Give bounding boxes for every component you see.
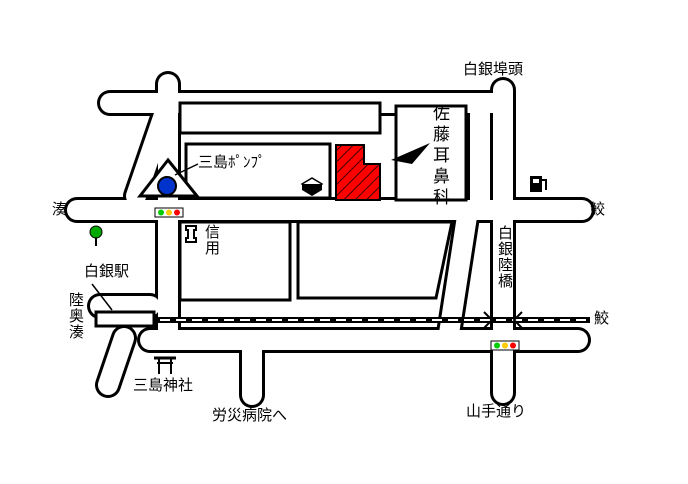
label-rousai-hospital: 労災病院へ bbox=[212, 406, 288, 424]
label-pier-head: 白銀埠頭 bbox=[463, 60, 524, 78]
label-shinyou: 信用 bbox=[203, 224, 221, 256]
label-shirogane-station: 白銀駅 bbox=[84, 262, 130, 280]
building-icon bbox=[300, 177, 324, 196]
label-pump: 三島ﾎﾟﾝﾌﾟ bbox=[198, 153, 266, 171]
gas-station-icon bbox=[530, 176, 547, 192]
leader-lines bbox=[91, 163, 199, 311]
label-same-rail: 鮫 bbox=[594, 309, 610, 327]
road-network bbox=[64, 71, 595, 408]
label-mutsu-minato: 陸奥湊 bbox=[67, 292, 85, 340]
traffic-signal-icon bbox=[154, 207, 184, 218]
tree-icon bbox=[89, 225, 103, 246]
pump-icon bbox=[157, 176, 177, 196]
label-mishima-shrine: 三島神社 bbox=[133, 376, 194, 394]
station-platform bbox=[94, 310, 156, 328]
bank-icon bbox=[185, 225, 197, 243]
traffic-signal-icon bbox=[490, 340, 520, 351]
arrow-icon bbox=[391, 143, 430, 164]
label-yamate-street: 山手通り bbox=[466, 402, 527, 420]
label-clinic: 佐藤耳鼻科 bbox=[429, 104, 449, 209]
shrine-torii-icon bbox=[154, 356, 176, 374]
label-minato: 湊 bbox=[52, 200, 68, 218]
bridge-marks bbox=[483, 311, 523, 329]
clinic-building bbox=[335, 144, 381, 201]
label-shirogane-bridge: 白銀陸橋 bbox=[496, 225, 514, 289]
label-same-road: 鮫 bbox=[590, 200, 606, 218]
